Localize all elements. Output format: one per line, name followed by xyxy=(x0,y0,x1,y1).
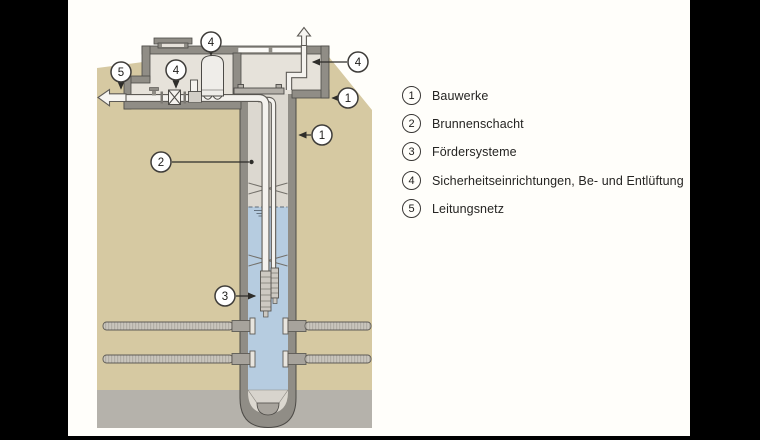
legend-number: 1 xyxy=(402,86,421,105)
pipe-collar xyxy=(282,317,289,335)
svg-text:4: 4 xyxy=(173,65,180,77)
well-cover-plate xyxy=(233,87,285,95)
pump-body xyxy=(188,91,202,103)
legend-number: 4 xyxy=(402,171,421,190)
callouts: 5 4 4 4 1 1 2 xyxy=(110,31,369,307)
frame-bar-right xyxy=(690,0,760,440)
pump-1-tip xyxy=(263,310,269,318)
lateral-pipe-lower-left xyxy=(102,354,234,364)
svg-text:2: 2 xyxy=(158,157,164,169)
pipe-sleeve xyxy=(231,320,251,332)
lateral-filter-pipes xyxy=(102,317,372,368)
pipe-sleeve xyxy=(287,353,307,365)
well-bottom-cap xyxy=(256,402,280,416)
svg-text:1: 1 xyxy=(345,93,351,105)
svg-text:3: 3 xyxy=(222,291,228,303)
pipe-sleeve xyxy=(231,353,251,365)
soil xyxy=(97,57,372,390)
bedrock-layer xyxy=(97,390,372,428)
legend-item-foerdersysteme: 3 Fördersysteme xyxy=(402,142,517,161)
legend-label: Fördersysteme xyxy=(432,144,517,159)
legend-number: 2 xyxy=(402,114,421,133)
riser-pipes xyxy=(120,94,277,271)
well-cover xyxy=(233,84,285,95)
left-wall-upper xyxy=(141,45,151,81)
pipe-collar xyxy=(249,317,256,335)
pipe-support-stem xyxy=(152,90,156,96)
roof-hatch xyxy=(271,47,306,53)
svg-text:4: 4 xyxy=(208,37,215,49)
pipe-collar xyxy=(249,350,256,368)
shutoff-valve xyxy=(168,89,181,105)
valve-x-icon xyxy=(168,89,181,105)
callout-safety-valve: 4 xyxy=(165,59,187,89)
legend-label: Brunnenschacht xyxy=(432,116,524,131)
booster-pump xyxy=(186,79,204,106)
callout-pump-system: 3 xyxy=(214,285,257,307)
vent-arrow-icon xyxy=(296,26,312,47)
pipe-support xyxy=(149,87,159,91)
legend-item-sicherheitseinrichtungen: 4 Sicherheitseinrichtungen, Be- und Entl… xyxy=(402,171,684,190)
legend-number: 3 xyxy=(402,142,421,161)
cover-bolt xyxy=(275,84,282,89)
lateral-pipe-lower-right xyxy=(304,354,372,364)
legend-number: 5 xyxy=(402,199,421,218)
pipe-collar xyxy=(282,350,289,368)
pump-pipe xyxy=(190,79,198,93)
legend-label: Bauwerke xyxy=(432,88,489,103)
callout-well-shaft: 2 xyxy=(150,151,254,173)
frame-bar-left xyxy=(0,0,68,440)
legend-item-leitungsnetz: 5 Leitungsnetz xyxy=(402,199,504,218)
roof-hatch xyxy=(237,47,270,53)
pump-1-segments xyxy=(260,276,271,308)
outflow-arrow-icon xyxy=(97,88,127,107)
lateral-pipe-upper-right xyxy=(304,321,372,331)
legend-label: Sicherheitseinrichtungen, Be- und Entlüf… xyxy=(432,173,684,188)
svg-text:1: 1 xyxy=(319,130,325,142)
pump-base xyxy=(186,102,204,106)
right-wall xyxy=(320,45,330,99)
pump-2-tip xyxy=(272,297,278,304)
lateral-pipe-upper-left xyxy=(102,321,234,331)
pressure-tank xyxy=(201,54,224,100)
pipe-flange xyxy=(160,91,163,104)
stack-interior xyxy=(162,43,184,47)
main-riser-pipe-fill xyxy=(120,95,269,271)
callout-building-shaft-wall: 1 xyxy=(298,124,333,146)
legend-item-bauwerke: 1 Bauwerke xyxy=(402,86,488,105)
svg-text:4: 4 xyxy=(355,57,362,69)
callout-pipe-network: 5 xyxy=(110,61,132,90)
floor-slab-left xyxy=(123,100,242,110)
leader-dot xyxy=(249,159,254,165)
cover-bolt xyxy=(237,84,244,89)
tank-feet xyxy=(203,95,223,100)
vent-pipe xyxy=(285,26,312,90)
legend-item-brunnenschacht: 2 Brunnenschacht xyxy=(402,114,524,133)
callout-pressure-tank: 4 xyxy=(200,31,222,57)
pipe-flange xyxy=(183,91,186,104)
callout-vent: 4 xyxy=(311,51,369,73)
submersible-pumps xyxy=(260,267,279,318)
frame-bar-bottom xyxy=(0,436,760,440)
callout-building-chamber: 1 xyxy=(331,87,359,109)
pump-2-segments xyxy=(271,272,279,294)
pump-room-equipment xyxy=(149,54,224,106)
pipe-sleeve xyxy=(287,320,307,332)
svg-text:5: 5 xyxy=(118,67,124,79)
legend-label: Leitungsnetz xyxy=(432,201,505,216)
